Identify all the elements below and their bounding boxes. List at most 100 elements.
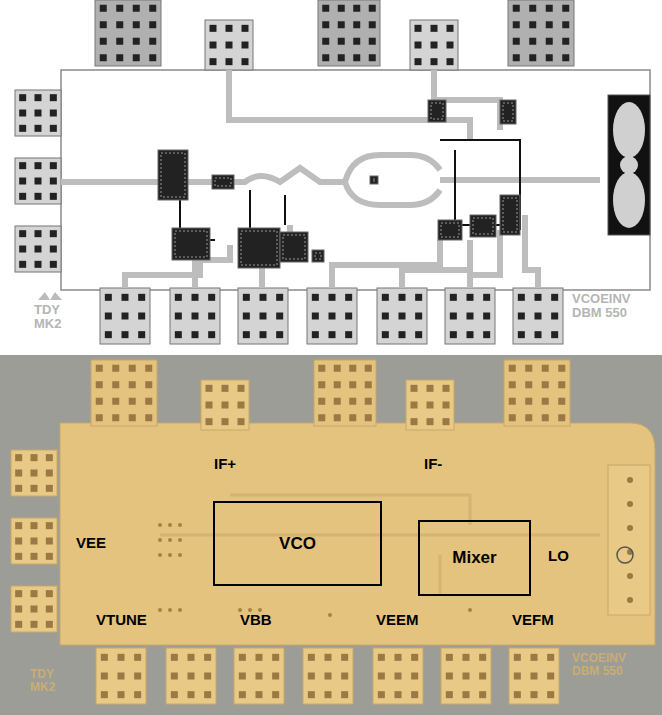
pad-via [46,485,53,492]
device [280,232,308,262]
pad-via [378,673,385,680]
pad-via [509,365,516,372]
pad-via [145,414,152,421]
device [370,176,378,184]
device [500,100,516,124]
pad-via [272,654,279,661]
pad-via [19,193,26,200]
via-dot [178,608,182,612]
pad-via [149,54,156,61]
pad-via [100,21,107,28]
pad-metal [11,450,57,496]
bond-pad [15,90,61,136]
pad-metal [166,648,216,704]
pad-via [349,414,356,421]
pad-metal [100,288,150,344]
pad-metal [238,288,288,344]
pad-via [562,5,569,12]
pad-via [145,381,152,388]
pad-via [175,313,182,320]
pad-via [134,673,141,680]
pad-via [365,414,372,421]
pad-via [116,21,123,28]
pad-via [31,538,38,545]
pad-via [525,414,532,421]
pad-via [210,42,217,49]
pad-via [338,5,345,12]
pad-via [100,54,107,61]
pad-metal [406,380,454,430]
pad-metal [513,288,563,344]
pad-via [210,25,217,32]
bond-pad [11,450,57,496]
pad-via [312,294,319,301]
pad-metal [373,648,423,704]
pad-via [447,25,454,32]
pad-via [509,398,516,405]
pad-metal [318,0,380,66]
pad-via [431,25,438,32]
pad-via [546,5,553,12]
pad-via [513,21,520,28]
pin-name: VEE [76,535,106,552]
pad-metal [11,518,57,564]
pad-via [514,673,521,680]
pad-via [562,54,569,61]
pad-via [129,414,136,421]
pad-via [353,5,360,12]
pad-via [509,414,516,421]
pad-metal [314,360,376,426]
pad-via [122,331,129,338]
pad-via [222,418,229,425]
pad-via [447,42,454,49]
pad-via [118,654,125,661]
pad-via [133,54,140,61]
lo-pad-opening [613,102,645,158]
pad-via [19,94,26,101]
pad-via [133,5,140,12]
pad-via [31,590,38,597]
pad-via [35,125,42,132]
bond-pad [406,380,454,430]
pad-via [260,331,267,338]
pad-via [349,381,356,388]
pad-via [188,691,195,698]
pad-via [35,94,42,101]
photo-trace [160,534,600,537]
pad-via [562,21,569,28]
bond-pad [11,586,57,632]
pad-via [514,691,521,698]
pad-via [308,691,315,698]
photo-background [0,355,662,715]
pad-via [276,313,283,320]
pad-via [15,522,22,529]
pad-via [15,621,22,628]
pad-via [431,58,438,65]
pad-via [427,418,434,425]
pad-via [546,38,553,45]
pad-via [138,331,145,338]
pad-via [450,313,457,320]
pad-via [558,381,565,388]
pad-metal [410,20,458,70]
pad-via [226,25,233,32]
via-dot [158,523,162,527]
device [428,100,446,122]
pad-via [242,42,249,49]
pad-via [171,673,178,680]
pad-via [514,654,521,661]
pad-via [192,313,199,320]
lo-pad-opening [613,172,645,228]
pad-via [443,418,450,425]
pad-via [260,313,267,320]
pin-name: VEFM [512,612,554,629]
pad-via [15,454,22,461]
pad-via [35,178,42,185]
pad-via [345,331,352,338]
pad-via [19,178,26,185]
pad-via [19,110,26,117]
pad-via [272,673,279,680]
pad-via [46,621,53,628]
pad-via [399,331,406,338]
pad-via [443,385,450,392]
